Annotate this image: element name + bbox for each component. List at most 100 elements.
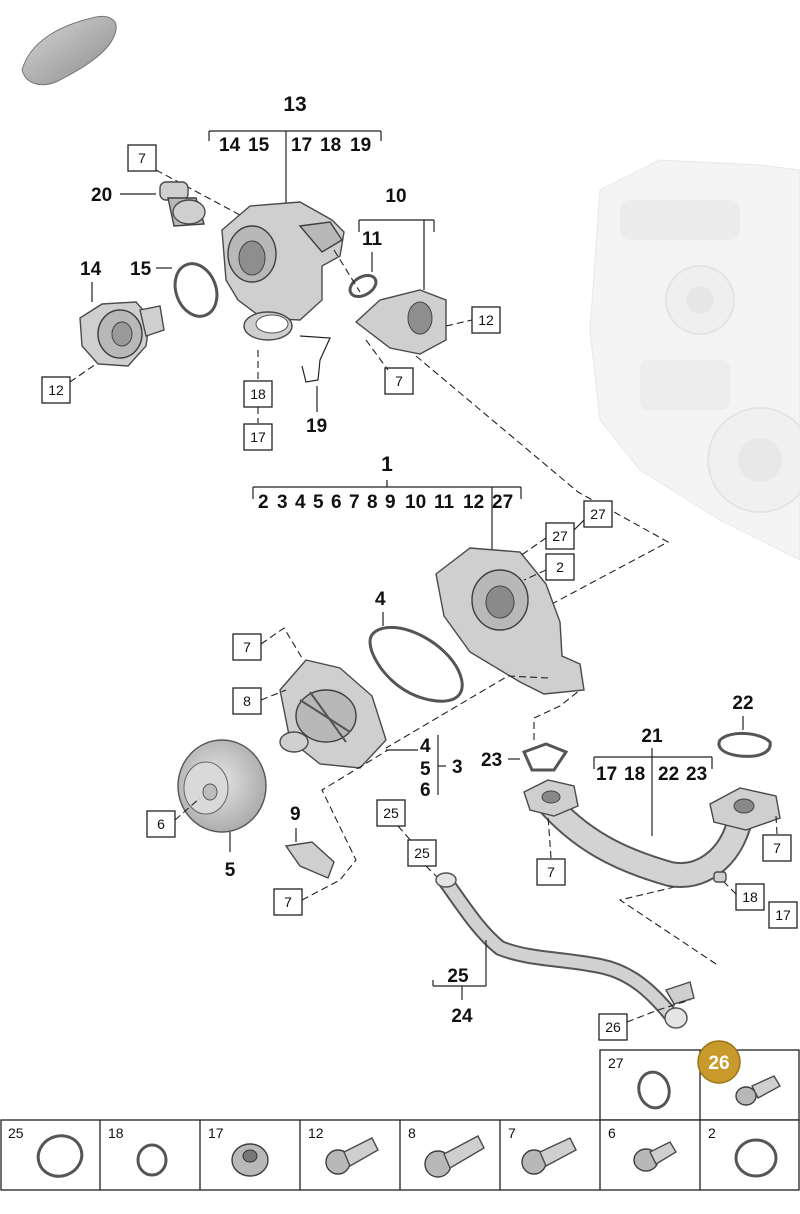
svg-text:8: 8 bbox=[243, 693, 251, 709]
callout-20: 20 bbox=[91, 185, 112, 206]
part-14-flange: 14 bbox=[79, 259, 165, 367]
svg-text:12: 12 bbox=[308, 1125, 324, 1141]
callout-22: 22 bbox=[732, 693, 753, 714]
table-cell-17: 17 bbox=[208, 1125, 269, 1177]
callout-box-25: 25 bbox=[376, 799, 413, 843]
group-1-item: 11 bbox=[434, 492, 455, 513]
svg-text:18: 18 bbox=[108, 1125, 124, 1141]
group-13-item: 15 bbox=[248, 135, 270, 156]
group-3-item: 6 bbox=[420, 780, 431, 801]
group-1-item: 5 bbox=[313, 492, 324, 513]
svg-text:7: 7 bbox=[138, 150, 146, 166]
svg-text:18: 18 bbox=[250, 386, 266, 402]
group-13-item: 18 bbox=[320, 135, 341, 156]
group-bracket-1: 1 2 3 4 5 6 7 8 9 10 11 12 27 bbox=[252, 453, 522, 550]
callout-1: 1 bbox=[381, 453, 393, 476]
svg-text:27: 27 bbox=[552, 528, 568, 544]
callout-box-27: 27 27 bbox=[519, 500, 613, 557]
part-21-pipe bbox=[523, 779, 781, 888]
svg-text:25: 25 bbox=[8, 1125, 24, 1141]
callout-box-12: 12 bbox=[445, 306, 501, 334]
table-cell-8: 8 bbox=[408, 1125, 485, 1178]
part-4-gasket: 4 bbox=[368, 589, 464, 703]
part-19-clip: 19 bbox=[299, 335, 331, 437]
svg-text:26: 26 bbox=[708, 1053, 729, 1074]
group-bracket-3: 4 5 6 3 bbox=[386, 735, 463, 801]
callout-box-17: 17 bbox=[768, 901, 798, 929]
callout-box-7: 7 bbox=[232, 627, 303, 661]
callout-11: 11 bbox=[362, 229, 383, 250]
table-cell-26-highlighted: 26 bbox=[697, 1040, 781, 1106]
part-10-elbow bbox=[333, 249, 447, 355]
callout-box-26: 26 bbox=[598, 999, 691, 1041]
table-cell-18: 18 bbox=[108, 1125, 168, 1177]
group-13-item: 19 bbox=[350, 135, 371, 156]
part-13-housing bbox=[221, 201, 345, 341]
callout-25: 25 bbox=[447, 966, 469, 987]
callout-box-8: 8 bbox=[232, 687, 287, 715]
callout-box-25: 25 bbox=[407, 839, 441, 881]
callout-15: 15 bbox=[130, 259, 152, 280]
group-bracket-13: 13 14 15 17 18 19 bbox=[208, 93, 382, 205]
svg-text:7: 7 bbox=[284, 894, 292, 910]
group-1-item: 2 bbox=[258, 492, 269, 513]
engine-background-illustration bbox=[589, 159, 800, 561]
svg-text:6: 6 bbox=[157, 816, 165, 832]
svg-text:17: 17 bbox=[250, 429, 266, 445]
part-15-ring: 15 bbox=[130, 259, 219, 318]
callout-14: 14 bbox=[80, 259, 102, 280]
callout-box-2: 2 bbox=[523, 553, 575, 581]
group-21-item: 22 bbox=[658, 764, 679, 785]
car-silhouette-icon bbox=[21, 16, 117, 86]
callout-box-7: 7 bbox=[365, 339, 414, 395]
group-1-item: 9 bbox=[385, 492, 396, 513]
group-3-item: 5 bbox=[420, 759, 431, 780]
callout-19: 19 bbox=[306, 416, 327, 437]
svg-text:7: 7 bbox=[773, 840, 781, 856]
callout-box-17: 17 bbox=[243, 407, 273, 451]
callout-box-18: 18 bbox=[723, 881, 765, 911]
callout-box-7: 7 bbox=[762, 815, 792, 862]
callout-box-7: 7 bbox=[536, 815, 566, 886]
callout-9: 9 bbox=[290, 804, 301, 825]
group-13-item: 14 bbox=[219, 135, 241, 156]
part-water-pump bbox=[279, 659, 387, 769]
group-1-item: 7 bbox=[349, 492, 360, 513]
svg-text:7: 7 bbox=[395, 373, 403, 389]
svg-text:12: 12 bbox=[48, 382, 64, 398]
callout-3: 3 bbox=[452, 757, 463, 778]
svg-text:2: 2 bbox=[556, 559, 564, 575]
callout-21: 21 bbox=[641, 726, 663, 747]
part-20-cap: 20 bbox=[91, 181, 206, 227]
table-cell-12: 12 bbox=[308, 1125, 379, 1175]
group-bracket-25: 25 24 bbox=[432, 940, 487, 1027]
part-9-bracket: 9 bbox=[284, 804, 335, 879]
svg-text:8: 8 bbox=[408, 1125, 416, 1141]
callout-box-6: 6 bbox=[146, 797, 201, 838]
group-21-item: 18 bbox=[624, 764, 645, 785]
svg-text:25: 25 bbox=[383, 805, 399, 821]
callout-23: 23 bbox=[481, 750, 502, 771]
part-5-pulley: 5 bbox=[177, 739, 267, 881]
part-23-gasket: 23 bbox=[481, 742, 569, 772]
group-21-item: 23 bbox=[686, 764, 707, 785]
group-1-item: 12 bbox=[463, 492, 484, 513]
svg-text:7: 7 bbox=[508, 1125, 516, 1141]
group-21-item: 17 bbox=[596, 764, 617, 785]
callout-box-12: 12 bbox=[41, 363, 97, 404]
svg-text:12: 12 bbox=[478, 312, 494, 328]
svg-text:7: 7 bbox=[547, 864, 555, 880]
table-cell-27: 27 bbox=[608, 1055, 671, 1110]
group-1-item: 6 bbox=[331, 492, 342, 513]
group-1-item: 27 bbox=[492, 492, 513, 513]
parts-table: 27 26 25 18 17 12 8 bbox=[0, 1040, 800, 1191]
table-cell-7: 7 bbox=[508, 1125, 577, 1175]
callout-24: 24 bbox=[451, 1006, 473, 1027]
table-cell-6: 6 bbox=[608, 1125, 677, 1172]
svg-text:17: 17 bbox=[775, 907, 791, 923]
group-1-item: 4 bbox=[295, 492, 306, 513]
group-1-item: 3 bbox=[277, 492, 288, 513]
svg-text:27: 27 bbox=[608, 1055, 624, 1071]
svg-text:2: 2 bbox=[708, 1125, 716, 1141]
